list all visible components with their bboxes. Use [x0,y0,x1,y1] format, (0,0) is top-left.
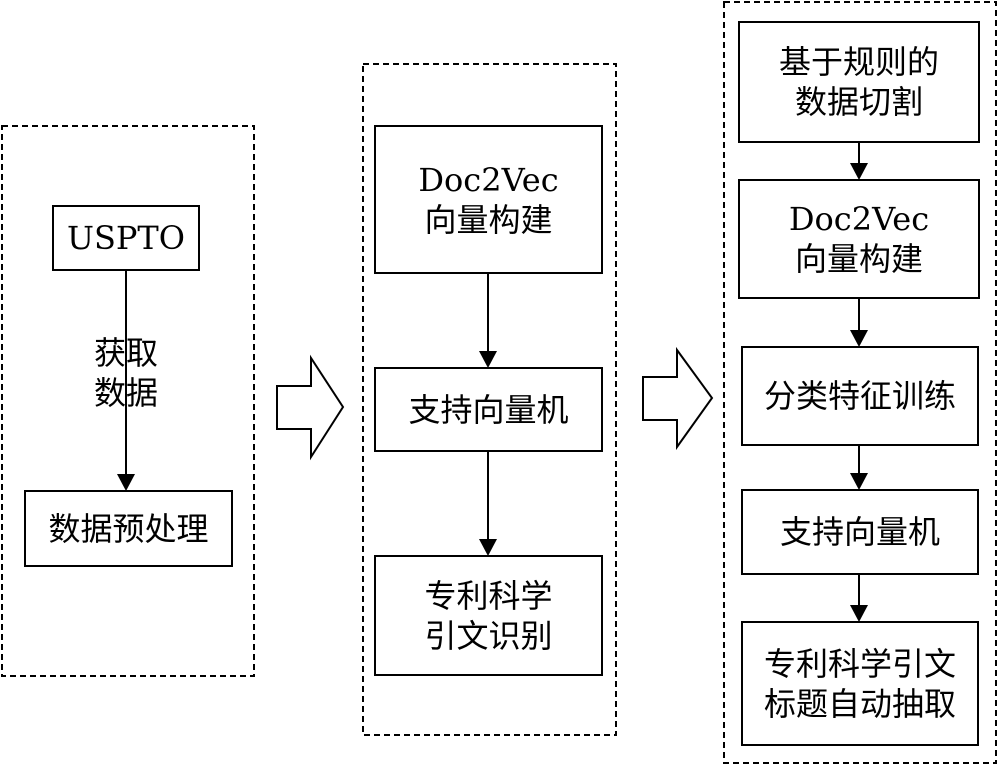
group-citation-recognition [362,63,617,736]
group-title-extraction [723,1,997,764]
node-rule-split-line-2: 数据切割 [794,83,923,121]
stage-arrow-2 [642,346,714,451]
node-doc2vec-a-line-2: 向量构建 [424,200,553,239]
node-doc2vec-b-box [738,179,980,299]
node-doc2vec-a-line-1: Doc2Vec [418,160,559,199]
node-feature-train-line-1: 分类特征训练 [763,377,956,415]
node-feature-train-label: 分类特征训练 [742,347,978,445]
edge-uspto-to-preprocess-label: 获取 数据 [86,333,166,413]
edge-feature-to-svm-b-arrowhead [850,473,868,490]
node-svm-b-line-1: 支持向量机 [779,513,940,551]
node-preprocess-box [24,490,233,567]
node-citation-recog-box [374,555,603,676]
node-uspto-line-1: USPTO [67,219,185,257]
edge-label-line-1: 获取 [93,334,158,372]
node-svm-a-box [374,367,603,452]
edge-doc2vec-b-to-feature-arrowhead [850,330,868,347]
node-svm-a-line-1: 支持向量机 [408,390,569,429]
edge-svm-a-to-citation-arrowhead [479,539,497,556]
edge-doc2vec-a-to-svm-a-arrowhead [479,351,497,368]
node-rule-split-box [738,21,980,143]
node-citation-recog-line-2: 引文识别 [424,616,553,655]
edge-label-line-2: 数据 [93,374,158,412]
node-preprocess-label: 数据预处理 [25,491,232,566]
node-title-extract-line-2: 标题自动抽取 [763,684,956,723]
edge-uspto-to-preprocess-arrowhead [117,474,135,491]
edge-rule-split-to-doc2vec-b-arrowhead [850,163,868,180]
node-citation-recog-label: 专利科学 引文识别 [375,556,602,675]
node-doc2vec-b-line-1: Doc2Vec [788,200,930,238]
node-rule-split-line-1: 基于规则的 [778,43,939,81]
node-uspto-label: USPTO [53,206,199,270]
node-uspto-box [52,205,200,271]
group-data-acquisition [1,125,255,677]
node-title-extract-line-1: 专利科学引文 [763,644,956,683]
node-title-extract-box [741,621,979,746]
node-preprocess-line-1: 数据预处理 [48,509,209,548]
node-svm-a-label: 支持向量机 [375,368,602,451]
node-doc2vec-a-label: Doc2Vec 向量构建 [375,126,602,273]
node-doc2vec-b-label: Doc2Vec 向量构建 [739,180,979,298]
node-citation-recog-line-1: 专利科学 [424,576,553,615]
edge-svm-b-to-title-arrowhead [850,605,868,622]
node-svm-b-label: 支持向量机 [742,490,978,574]
node-title-extract-label: 专利科学引文 标题自动抽取 [742,622,978,745]
node-doc2vec-a-box [374,125,603,274]
node-rule-split-label: 基于规则的 数据切割 [739,22,979,142]
stage-arrow-1 [276,354,345,461]
node-doc2vec-b-line-2: 向量构建 [794,240,923,278]
